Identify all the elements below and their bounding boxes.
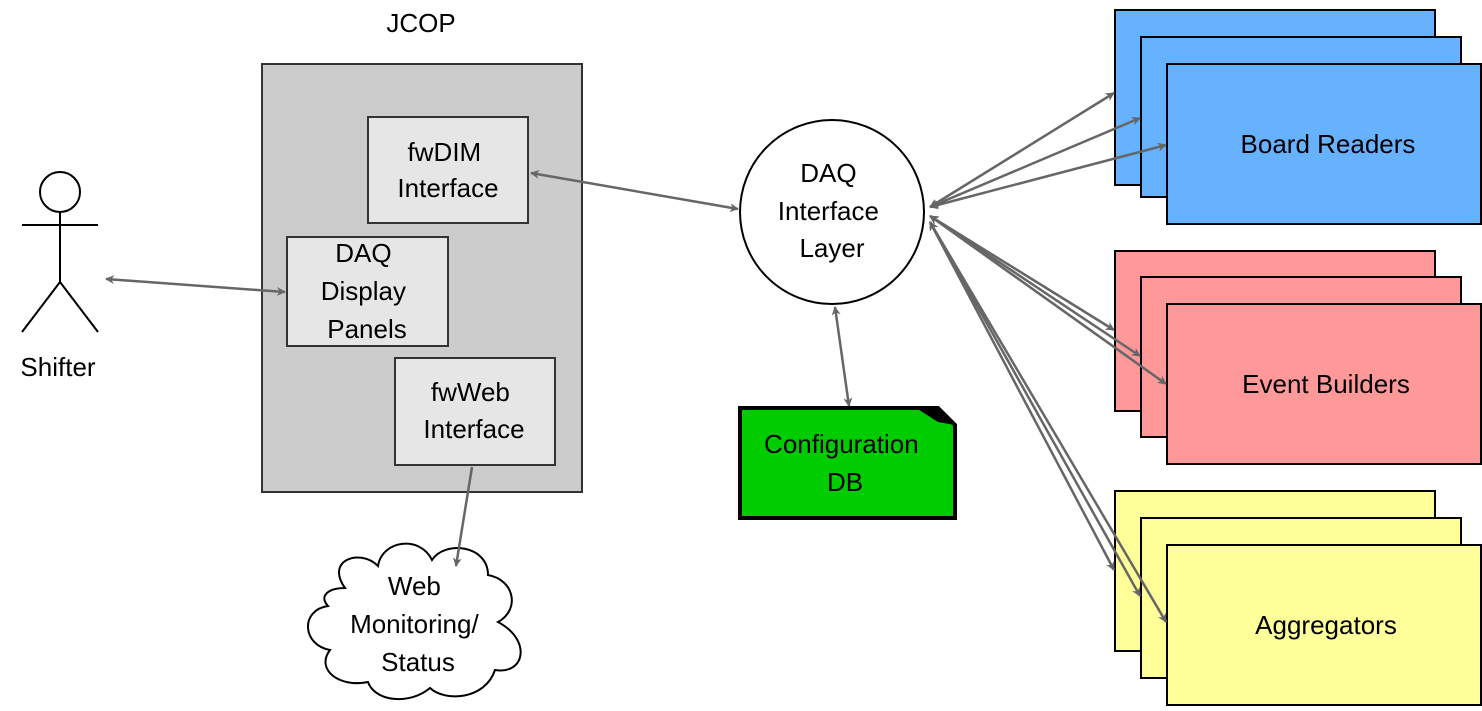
configuration-db-node [738, 406, 957, 520]
daq-layer-aggregator-2-arrow [928, 221, 1142, 597]
board-readers-stack: Board Readers [1114, 9, 1482, 225]
web-monitoring-cloud [307, 542, 522, 700]
event-builders-box-front [1166, 303, 1482, 465]
aggregators-stack: Aggregators [1114, 490, 1482, 706]
fwweb-web-monitoring-arrow [452, 466, 474, 567]
daq-layer-config-db-arrow [831, 306, 853, 407]
daq-layer-board-reader-3-arrow [929, 142, 1167, 210]
board-readers-label: Board Readers [1241, 129, 1416, 159]
fwweb-interface-label: fwWeb Interface [423, 377, 524, 444]
shifter-label: Shifter [20, 352, 95, 382]
event-builders-stack: Event Builders [1114, 250, 1482, 465]
actor-head [39, 171, 81, 213]
fwweb-interface-box [394, 357, 556, 466]
web-monitoring-label: Web Monitoring/ Status [350, 571, 486, 677]
shifter-actor [21, 171, 99, 333]
daq-display-panels-label: DAQ Display Panels [321, 238, 413, 344]
daq-interface-layer-node [739, 119, 925, 305]
aggregators-label: Aggregators [1255, 610, 1397, 640]
daq-layer-board-reader-1-arrow [929, 91, 1115, 209]
configuration-db-label: Configuration DB [764, 429, 926, 497]
fwdim-interface-box [367, 116, 529, 224]
daq-interface-layer-label: DAQ Interface Layer [778, 158, 886, 263]
board-readers-box-front [1166, 63, 1482, 225]
shifter-panels-arrow [105, 275, 286, 296]
daq-layer-board-reader-2-arrow [929, 116, 1141, 209]
fwdim-interface-label: fwDIM Interface [397, 137, 498, 203]
event-builders-label: Event Builders [1242, 369, 1410, 399]
aggregators-box-front [1166, 544, 1482, 706]
connectors [105, 91, 1168, 623]
daq-display-panels-box [286, 236, 449, 347]
daq-layer-aggregator-3-arrow [928, 221, 1168, 623]
jcop-title: JCOP [386, 8, 455, 38]
fwdim-daq-layer-arrow [530, 169, 739, 213]
